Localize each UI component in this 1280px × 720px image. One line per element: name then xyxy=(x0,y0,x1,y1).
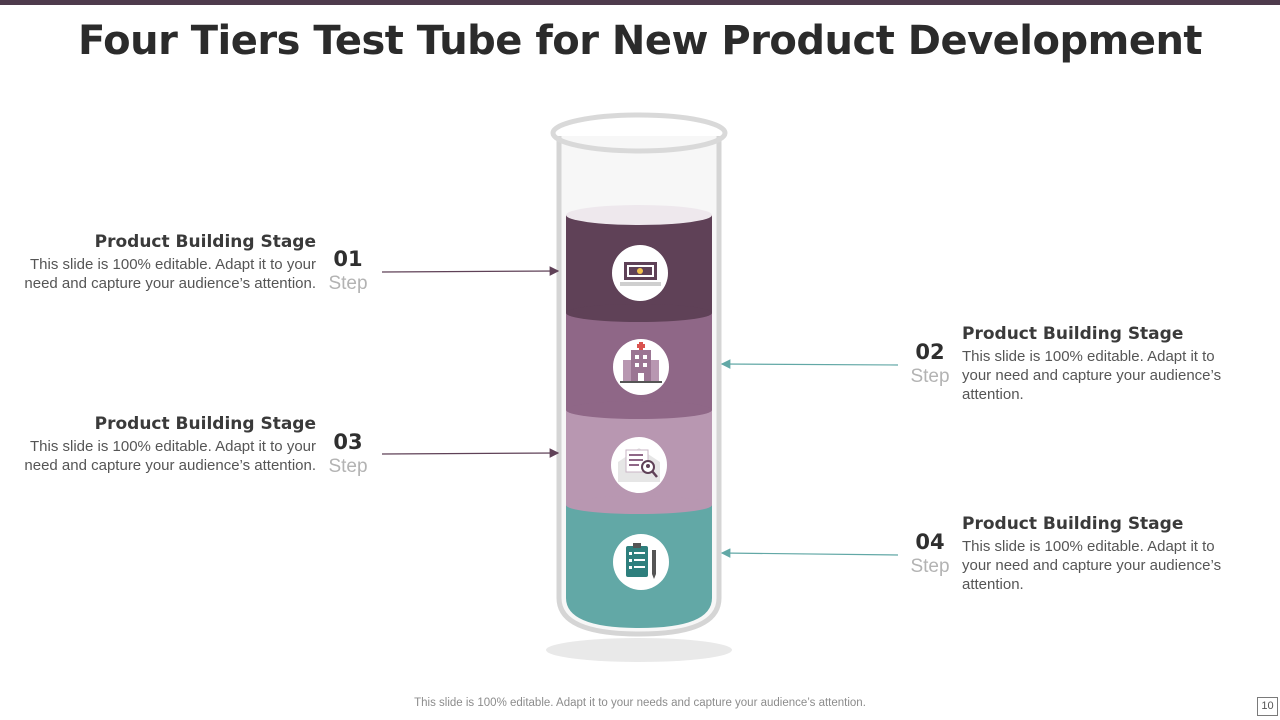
step-4-label: 04 Step xyxy=(890,529,970,579)
step-4-number: 04 xyxy=(915,530,945,554)
footer-note: This slide is 100% editable. Adapt it to… xyxy=(414,697,866,709)
step-2-label: 02 Step xyxy=(890,339,970,389)
step-1-text: Product Building Stage This slide is 100… xyxy=(16,231,316,293)
step-1-word: Step xyxy=(328,273,368,294)
tube-rim xyxy=(550,112,728,154)
connector-step-1 xyxy=(381,266,560,276)
document-search-icon xyxy=(611,437,667,493)
step-3-number: 03 xyxy=(333,430,363,454)
step-2-word: Step xyxy=(910,366,950,387)
page-number: 10 xyxy=(1257,697,1278,716)
step-4-word: Step xyxy=(910,556,950,577)
step-4-heading: Product Building Stage xyxy=(962,514,1184,534)
step-3-label: 03 Step xyxy=(308,429,388,479)
step-1-description: This slide is 100% editable. Adapt it to… xyxy=(24,256,316,292)
step-1-heading: Product Building Stage xyxy=(94,232,316,252)
step-4-description: This slide is 100% editable. Adapt it to… xyxy=(962,538,1222,593)
step-3-heading: Product Building Stage xyxy=(94,414,316,434)
top-accent-bar xyxy=(0,0,1280,5)
tube-shadow xyxy=(546,638,732,662)
tier-1-top xyxy=(566,205,712,225)
step-2-text: Product Building Stage This slide is 100… xyxy=(962,323,1237,404)
step-4-text: Product Building Stage This slide is 100… xyxy=(962,513,1237,594)
computer-icon xyxy=(612,245,668,301)
tier-2-bottom xyxy=(566,401,712,419)
step-2-description: This slide is 100% editable. Adapt it to… xyxy=(962,348,1222,403)
connector-step-4 xyxy=(720,548,899,558)
connector-step-2 xyxy=(720,359,899,369)
tier-1-bottom xyxy=(566,304,712,322)
clipboard-checklist-icon xyxy=(613,534,669,590)
step-1-number: 01 xyxy=(333,247,363,271)
slide-title: Four Tiers Test Tube for New Product Dev… xyxy=(77,18,1203,64)
step-2-heading: Product Building Stage xyxy=(962,324,1184,344)
connector-step-3 xyxy=(381,448,560,458)
step-3-description: This slide is 100% editable. Adapt it to… xyxy=(24,438,316,474)
step-3-word: Step xyxy=(328,456,368,477)
tier-3-bottom xyxy=(566,496,712,514)
hospital-building-icon xyxy=(613,339,669,395)
step-2-number: 02 xyxy=(915,340,945,364)
step-1-label: 01 Step xyxy=(308,246,388,296)
step-3-text: Product Building Stage This slide is 100… xyxy=(16,413,316,475)
